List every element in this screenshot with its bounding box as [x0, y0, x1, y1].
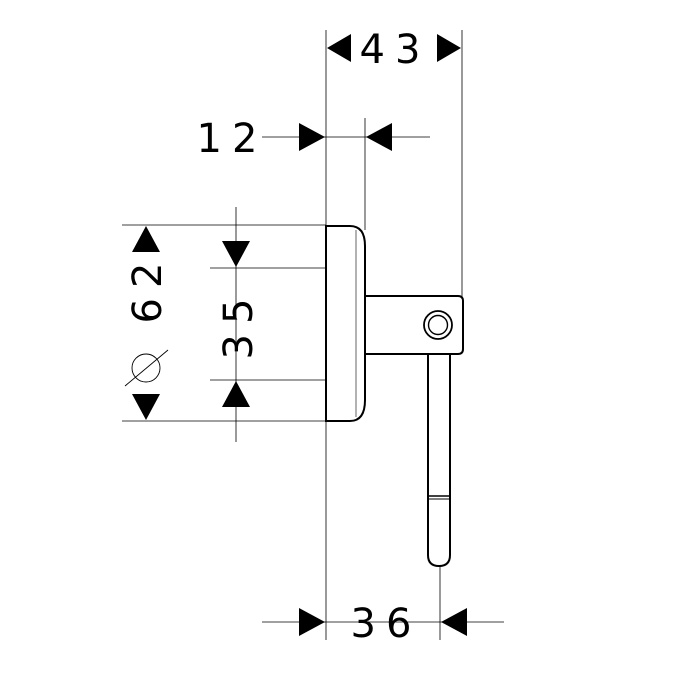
hook-bar: [427, 339, 451, 568]
arrow-right-icon: [299, 608, 325, 636]
arrow-down-icon: [132, 394, 160, 420]
screw-inner: [427, 314, 449, 336]
hook-part: [325, 225, 464, 568]
dimension-62: 62: [124, 226, 171, 420]
arrow-right-icon: [437, 34, 461, 62]
arrow-right-icon: [299, 123, 325, 151]
arrow-down-icon: [222, 241, 250, 267]
dimension-label-62: 62: [125, 253, 171, 324]
dimension-label-43: 43: [360, 27, 431, 73]
dimension-35: 35: [216, 207, 262, 442]
arrow-left-icon: [327, 34, 351, 62]
diameter-symbol-icon: [124, 349, 169, 387]
dimension-label-12: 12: [197, 116, 268, 162]
dimension-43: 43: [327, 27, 461, 73]
dimension-12: 12: [197, 116, 430, 162]
arrow-up-icon: [132, 226, 160, 252]
arrow-left-icon: [366, 123, 392, 151]
arrow-up-icon: [222, 381, 250, 407]
dimension-36: 36: [262, 601, 504, 647]
arrow-left-icon: [441, 608, 467, 636]
wall-rose: [325, 225, 366, 422]
dimension-label-35: 35: [216, 289, 262, 360]
dimension-label-36: 36: [351, 601, 422, 647]
